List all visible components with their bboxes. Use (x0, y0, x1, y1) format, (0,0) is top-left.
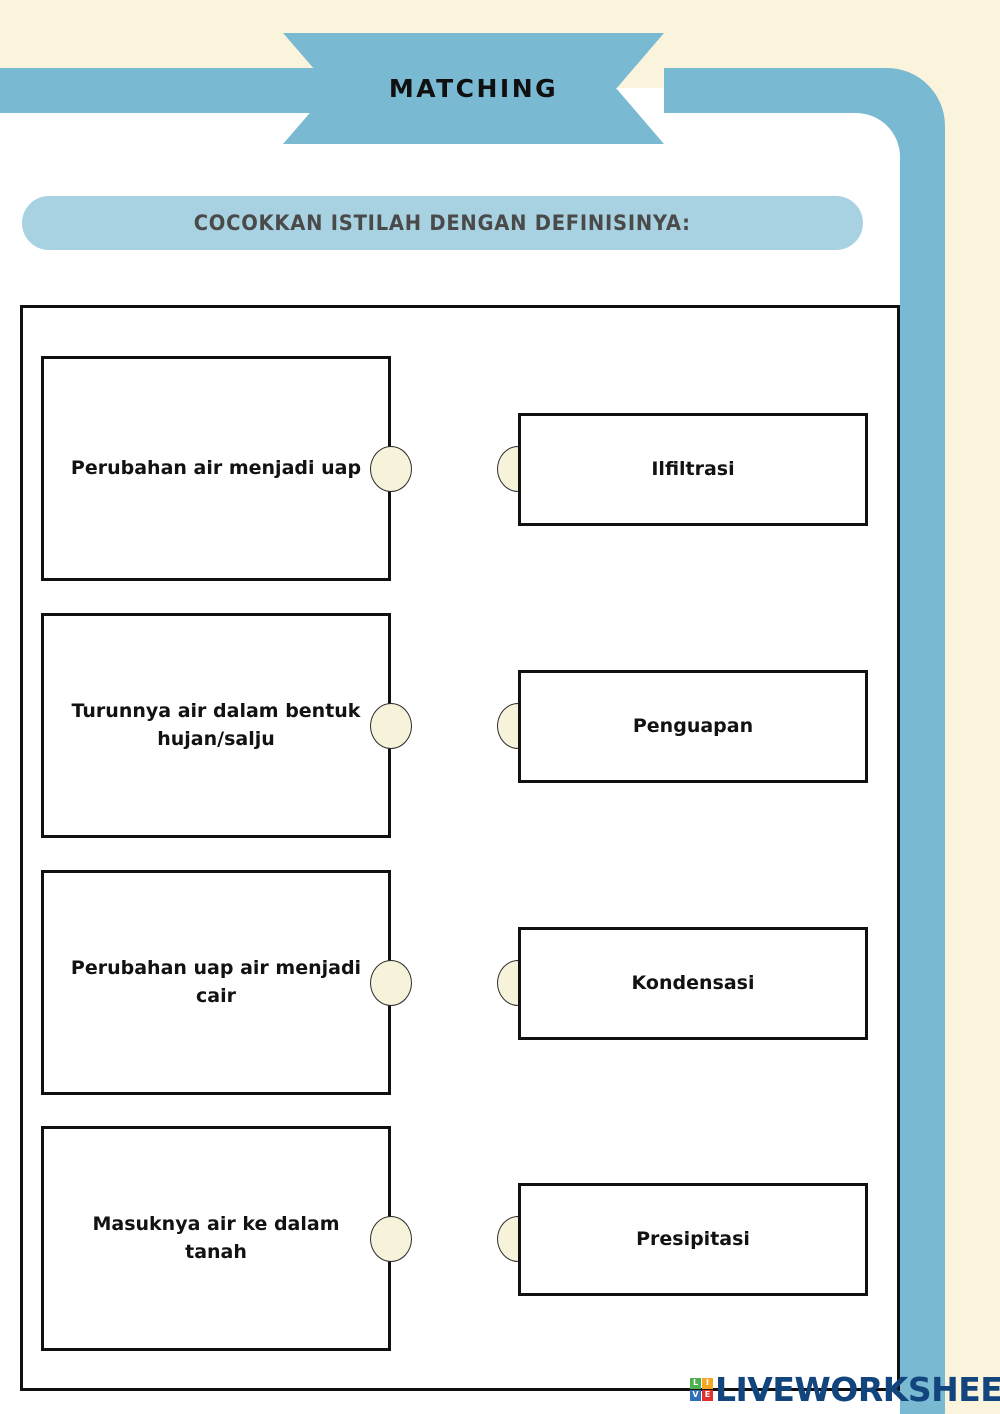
definition-box-2[interactable]: Penguapan (518, 670, 868, 783)
term-box-4[interactable]: Masuknya air ke dalam tanah (41, 1126, 391, 1351)
logo-tile-i: I (702, 1377, 713, 1389)
term-box-3[interactable]: Perubahan uap air menjadi cair (41, 870, 391, 1095)
logo-tile-v: V (690, 1389, 701, 1401)
term-label: Masuknya air ke dalam tanah (92, 1212, 340, 1263)
connector-dot-term-4[interactable] (370, 1216, 412, 1262)
term-box-2[interactable]: Turunnya air dalam bentuk hujan/salju (41, 613, 391, 838)
logo-tile-e: E (702, 1389, 713, 1401)
logo-wordmark: LIVEWORKSHEETS (715, 1369, 1000, 1409)
connector-dot-term-3[interactable] (370, 960, 412, 1006)
connector-dot-term-1[interactable] (370, 446, 412, 492)
logo-tile-l: L (690, 1377, 701, 1389)
connector-dot-term-2[interactable] (370, 703, 412, 749)
definition-label: Ilfiltrasi (651, 458, 735, 481)
ribbon-banner (283, 33, 663, 144)
instruction-banner: COCOKKAN ISTILAH DENGAN DEFINISINYA: (22, 196, 863, 250)
liveworksheets-logo-icon: L I V E (690, 1377, 713, 1401)
term-box-1[interactable]: Perubahan air menjadi uap (41, 356, 391, 581)
definition-box-4[interactable]: Presipitasi (518, 1183, 868, 1296)
term-label: Perubahan uap air menjadi cair (70, 956, 362, 1007)
definition-label: Presipitasi (636, 1228, 750, 1251)
definition-box-1[interactable]: Ilfiltrasi (518, 413, 868, 526)
instruction-text: COCOKKAN ISTILAH DENGAN DEFINISINYA: (193, 211, 691, 235)
page-title: MATCHING (388, 74, 559, 103)
term-label: Perubahan air menjadi uap (70, 456, 362, 479)
liveworksheets-logo: L I V E LIVEWORKSHEETS (690, 1368, 1000, 1410)
definition-box-3[interactable]: Kondensasi (518, 927, 868, 1040)
exercise-container: Perubahan air menjadi uap Ilfiltrasi Tur… (20, 305, 900, 1391)
term-label: Turunnya air dalam bentuk hujan/salju (71, 699, 361, 750)
definition-label: Penguapan (632, 715, 754, 738)
definition-label: Kondensasi (631, 972, 755, 995)
